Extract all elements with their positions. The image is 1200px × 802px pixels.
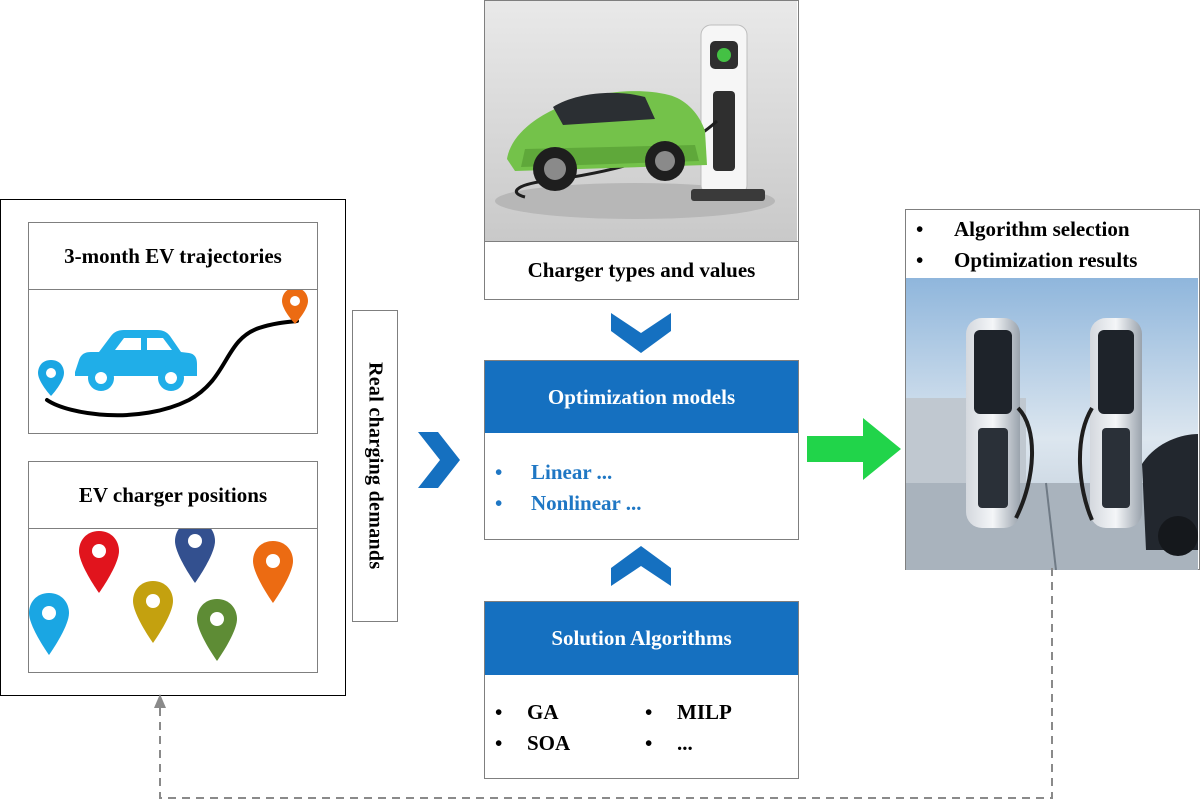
trajectories-title: 3-month EV trajectories: [29, 223, 317, 290]
list-item: MILP: [641, 697, 791, 728]
solution-algorithms-card: Solution Algorithms GA SOA MILP ...: [484, 601, 799, 779]
arrow-right-icon: [807, 418, 901, 480]
charger-positions-map: [29, 529, 293, 661]
location-pin-icon: [197, 599, 237, 661]
chevron-up-icon: [611, 546, 671, 586]
list-item: SOA: [491, 728, 641, 759]
charging-stations-photo: [906, 278, 1198, 570]
optimization-models-list: Linear ... Nonlinear ...: [485, 433, 798, 519]
location-pin-icon: [29, 593, 69, 655]
chevron-down-icon: [611, 313, 671, 353]
list-item: GA: [491, 697, 641, 728]
optimization-models-title: Optimization models: [485, 361, 798, 433]
list-item: ...: [641, 728, 791, 759]
location-pin-icon: [175, 529, 215, 583]
list-item: Optimization results: [912, 245, 1199, 276]
chevron-right-icon: [418, 432, 460, 488]
car-icon: [75, 330, 197, 391]
charger-types-card: Charger types and values: [484, 0, 799, 300]
ev-charging-photo: [485, 1, 797, 241]
list-item: Algorithm selection: [912, 214, 1199, 245]
algorithms-column-2: MILP ...: [641, 697, 791, 759]
real-demands-label: Real charging demands: [352, 310, 398, 622]
location-pin-icon: [253, 541, 293, 603]
positions-title: EV charger positions: [29, 462, 317, 529]
trajectories-card: 3-month EV trajectories: [28, 222, 318, 434]
optimization-models-card: Optimization models Linear ... Nonlinear…: [484, 360, 799, 540]
list-item: Nonlinear ...: [491, 488, 798, 519]
charger-types-caption: Charger types and values: [485, 241, 798, 299]
trajectory-path: [45, 319, 299, 418]
feedback-arrow: [154, 568, 1053, 799]
trajectory-illustration: [38, 290, 308, 418]
results-list: Algorithm selection Optimization results: [906, 210, 1199, 278]
solution-algorithms-title: Solution Algorithms: [485, 602, 798, 675]
location-pin-icon: [133, 581, 173, 643]
algorithms-column-1: GA SOA: [485, 697, 641, 759]
location-pin-icon: [79, 531, 119, 593]
start-pin-icon: [38, 360, 64, 396]
positions-card: EV charger positions: [28, 461, 318, 673]
list-item: Linear ...: [491, 457, 798, 488]
results-card: Algorithm selection Optimization results: [905, 209, 1200, 570]
end-pin-icon: [282, 290, 308, 324]
